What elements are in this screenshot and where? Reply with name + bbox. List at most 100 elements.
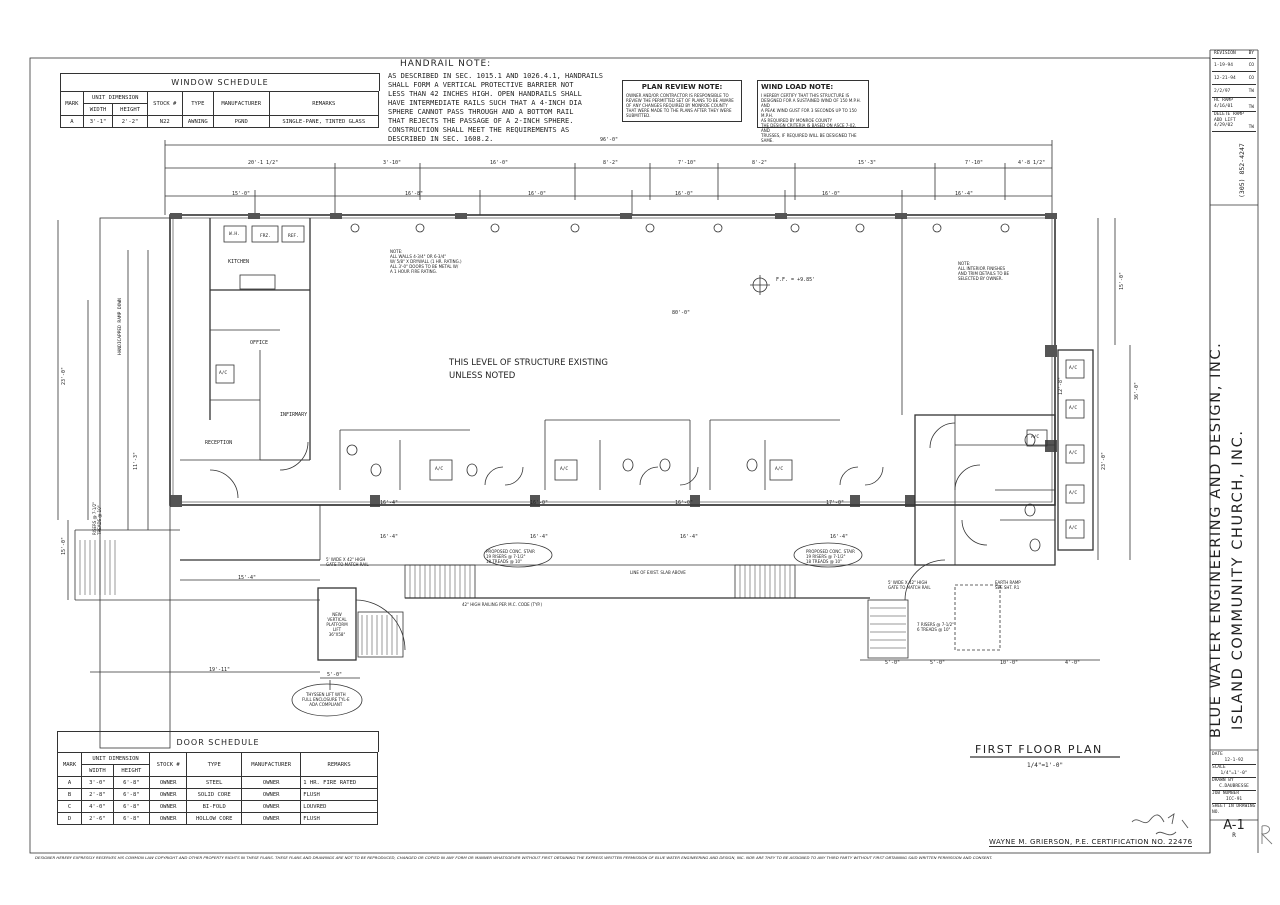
dim-mid: 17'-0" bbox=[826, 500, 845, 506]
dim-top-6: 8'-2" bbox=[752, 160, 768, 166]
gate-callout-left: 5' WIDE X 42" HIGH GATE TO MATCH RAIL bbox=[326, 557, 369, 567]
ramp-label: HANDICAPPED RAMP DOWN bbox=[118, 298, 123, 355]
handrail-note-line: AS DESCRIBED IN SEC. 1015.1 AND 1026.4.1… bbox=[388, 72, 603, 80]
revision-by: TW bbox=[1248, 124, 1254, 130]
dim-bottom: 19'-11" bbox=[209, 667, 231, 673]
ds-cell-remarks: FLUSH bbox=[300, 812, 378, 825]
risers-right-line: 6 TREADS @ 10" bbox=[917, 627, 951, 632]
table-row: D 2'-6" 6'-8" OWNER HOLLOW CORE OWNER FL… bbox=[56, 812, 378, 825]
dim-top-2: 3'-10" bbox=[383, 160, 402, 166]
room-wh: W.H. bbox=[229, 232, 240, 237]
gate-right-line: 5' WIDE X 42" HIGH bbox=[888, 580, 928, 585]
handrail-note-line: SHALL FORM A VERTICAL PROTECTIVE BARRIER… bbox=[388, 81, 574, 89]
ws-header-type: TYPE bbox=[181, 91, 214, 116]
finish-note-line: SELECTED BY OWNER. bbox=[958, 276, 1003, 281]
room-ref: REF. bbox=[288, 234, 299, 239]
title-block-info: DATE 12-1-92 SCALE 1/4"=1'-0" DRAWN BY C… bbox=[1212, 752, 1256, 839]
finish-note-line: ALL INTERIOR FINISHES bbox=[958, 266, 1006, 271]
wind-load-line: TRUSSES, IF REQUIRED WILL BE DESIGNED TH… bbox=[761, 133, 857, 143]
dim-mid: 16'-4" bbox=[380, 500, 399, 506]
dim-low: 16'-4" bbox=[830, 534, 849, 540]
ds-header-manufacturer: MANUFACTURER bbox=[241, 752, 302, 777]
dim-80: 80'-0" bbox=[672, 310, 691, 316]
dim-row2-2: 16'-8" bbox=[405, 191, 424, 197]
ds-cell-manufacturer: OWNER bbox=[241, 812, 302, 825]
finish-note: NOTE: ALL INTERIOR FINISHES AND TRIM DET… bbox=[958, 261, 1009, 281]
revision-by: TW bbox=[1248, 104, 1254, 110]
dim-bottom: 4'-0" bbox=[1065, 660, 1081, 666]
ws-cell-remarks: SINGLE-PANE, TINTED GLASS bbox=[268, 115, 380, 128]
handrail-note-line: HAVE INTERMEDIATE RAILS SUCH THAT A 4-IN… bbox=[388, 99, 582, 107]
dim-row2-5: 16'-0" bbox=[822, 191, 841, 197]
stair-left-line: PROPOSED CONC. STAIR bbox=[486, 549, 535, 554]
ac-label: A/C bbox=[1069, 526, 1078, 531]
copyright-notice: DESIGNER HEREBY EXPRESSLY RESERVES HIS C… bbox=[35, 855, 993, 860]
door-schedule: DOOR SCHEDULE MARK UNIT DIMENSION STOCK … bbox=[56, 731, 379, 825]
revision-by: BY bbox=[1248, 51, 1254, 56]
dim-right: 15'-0" bbox=[1119, 271, 1125, 290]
margin-mark bbox=[1260, 825, 1273, 845]
gate-left-line: GATE TO MATCH RAIL bbox=[326, 562, 369, 567]
dim-bottom: 5'-0" bbox=[327, 672, 343, 678]
platform-lift: NEW VERTICAL PLATFORM LIFT 36"X58" bbox=[321, 612, 353, 637]
dim-top-5: 7'-10" bbox=[678, 160, 697, 166]
wind-load-line: DESIGNED FOR A SUSTAINED WIND OF 150 M.P… bbox=[761, 98, 861, 108]
existing-structure-label: THIS LEVEL OF STRUCTURE EXISTING bbox=[449, 358, 608, 368]
plan-review-line: SUBMITTED. bbox=[626, 113, 651, 118]
ds-cell-stock: OWNER bbox=[149, 788, 188, 801]
plan-review-note: PLAN REVIEW NOTE: OWNER AND/OR CONTRACTO… bbox=[622, 80, 742, 122]
finish-note-line: NOTE: bbox=[958, 261, 971, 266]
ds-cell-type: SOLID CORE bbox=[186, 788, 243, 801]
ws-cell-height: 2'-2" bbox=[112, 115, 148, 128]
revision-by: CO bbox=[1248, 63, 1254, 68]
dim-top-1: 20'-1 1/2" bbox=[248, 160, 279, 166]
revision-row: 1-19-94 CO bbox=[1212, 59, 1256, 72]
title-block-revisions: REVISION BY 1-19-94 CO 12-21-94 CO 2/2/9… bbox=[1212, 51, 1256, 132]
plan-review-line: OWNER AND/OR CONTRACTOR IS RESPONSIBLE T… bbox=[626, 93, 729, 98]
stair-right-line: PROPOSED CONC. STAIR bbox=[806, 549, 855, 554]
revision-date: 1-19-94 bbox=[1214, 63, 1233, 68]
ds-cell-height: 6'-8" bbox=[112, 812, 151, 825]
window-schedule-title: WINDOW SCHEDULE bbox=[60, 73, 380, 91]
dim-left: 23'-0" bbox=[61, 366, 67, 385]
wall-note-line: ALL 3'-0" DOORS TO BE METAL W/ bbox=[390, 264, 459, 269]
lift-note-line: FULL ENCLOSURE TYL-E bbox=[302, 697, 350, 702]
dim-bottom: 5'-0" bbox=[885, 660, 901, 666]
revision-by: TW bbox=[1248, 89, 1254, 94]
firm-name: BLUE WATER ENGINEERING AND DESIGN, INC. bbox=[1208, 341, 1224, 738]
ds-cell-manufacturer: OWNER bbox=[241, 788, 302, 801]
ds-header-height: HEIGHT bbox=[112, 764, 151, 777]
risers-right-line: 7 RISERS @ 7-1/2" bbox=[917, 622, 954, 627]
revision-date: 12-21-94 bbox=[1214, 76, 1236, 81]
lift-note-line: ADA COMPLIANT bbox=[309, 702, 343, 707]
certification-line: WAYNE M. GRIERSON, P.E. CERTIFICATION NO… bbox=[989, 838, 1193, 847]
ds-cell-mark: D bbox=[56, 812, 83, 825]
sheet-number: A-1 bbox=[1223, 818, 1245, 833]
table-row: A 3'-0" 6'-8" OWNER STEEL OWNER 1 HR. FI… bbox=[56, 776, 378, 789]
ds-header-unit-dimension: UNIT DIMENSION bbox=[81, 752, 151, 765]
date-label: DATE bbox=[1212, 752, 1223, 757]
dim-bottom: 10'-0" bbox=[1000, 660, 1019, 666]
dim-top-7: 15'-3" bbox=[858, 160, 877, 166]
ds-cell-mark: A bbox=[56, 776, 83, 789]
lift-line: NEW bbox=[332, 612, 342, 617]
ws-cell-type: AWNING bbox=[181, 115, 214, 128]
dim-row2-4: 16'-0" bbox=[675, 191, 694, 197]
title-block-phone: (305) 852-4247 bbox=[1238, 143, 1246, 198]
lift-note: THYSSEN LIFT WITH FULL ENCLOSURE TYL-E A… bbox=[302, 692, 350, 707]
ds-cell-width: 3'-0" bbox=[81, 776, 114, 789]
sheet-sub: R bbox=[1232, 832, 1236, 839]
gate-callout-right: 5' WIDE X 42" HIGH GATE TO MATCH RAIL bbox=[888, 580, 931, 590]
ds-cell-remarks: FLUSH bbox=[300, 788, 378, 801]
ds-header-remarks: REMARKS bbox=[300, 752, 378, 777]
ds-cell-type: HOLLOW CORE bbox=[186, 812, 243, 825]
job-label: JOB NUMBER bbox=[1212, 791, 1240, 796]
revision-by: CO bbox=[1248, 76, 1254, 81]
wind-load-line: AS REQUIRED BY MONROE COUNTY bbox=[761, 118, 833, 123]
earth-ramp-note: EARTH RAMP SEE SHT. R1 bbox=[995, 580, 1021, 590]
window-schedule: WINDOW SCHEDULE MARK UNIT DIMENSION STOC… bbox=[60, 73, 380, 128]
dim-mid: 16'-0" bbox=[675, 500, 694, 506]
handrail-note-line: CONSTRUCTION SHALL MEET THE REQUIREMENTS… bbox=[388, 126, 570, 134]
